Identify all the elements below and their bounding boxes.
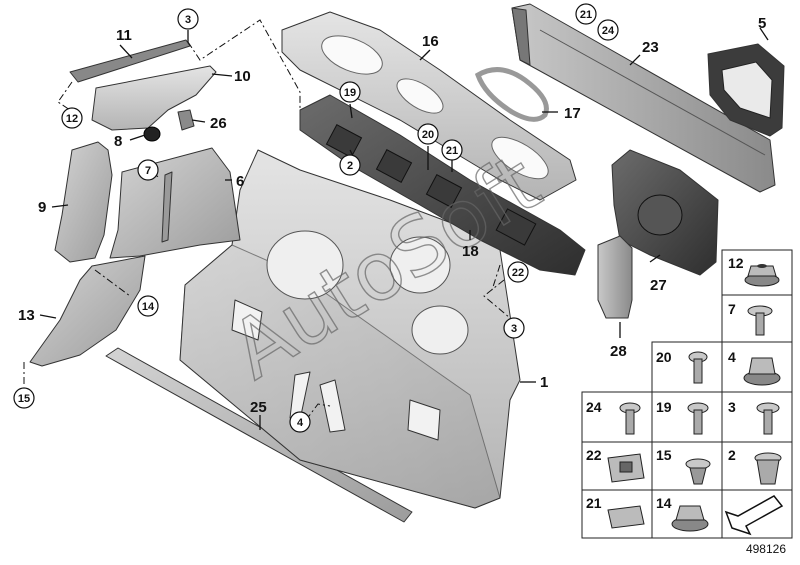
panel-opening-large: [266, 230, 344, 300]
panel-opening-right: [389, 236, 451, 294]
part-17-gasket: [474, 67, 549, 122]
grid-label-4: 4: [728, 349, 736, 365]
circle-15: [13, 387, 35, 409]
clip-22-icon: [607, 453, 645, 483]
part-27-bracket: [611, 149, 719, 276]
label-28: 28: [610, 343, 627, 360]
callouts: 1 2 3 3 4 5 6 7 8 9 10 11 12 13 14 15 16…: [13, 3, 766, 433]
label-23: 23: [642, 39, 659, 56]
label-15: 15: [18, 393, 30, 405]
label-3b: 3: [511, 323, 517, 335]
part-1-rear-panel: [179, 149, 521, 509]
clip-21-icon: [607, 505, 645, 529]
label-4: 4: [297, 417, 304, 429]
label-1: 1: [540, 374, 548, 391]
screw-19-icon: [687, 402, 709, 435]
label-27: 27: [650, 277, 667, 294]
part-18-speaker-bracket: [299, 94, 586, 276]
arrow-icon: [724, 495, 784, 536]
circle-14: [137, 295, 159, 317]
label-20: 20: [422, 129, 434, 141]
grid-label-19: 19: [656, 399, 672, 415]
screw-24-icon: [619, 402, 641, 435]
label-12: 12: [66, 113, 78, 125]
leader-lines: [39, 27, 769, 430]
grid-label-22: 22: [586, 447, 602, 463]
label-7: 7: [145, 165, 151, 177]
panel-opening-lower: [411, 305, 469, 355]
part-10-upper-trim: [91, 65, 217, 131]
nut-2-icon: [754, 452, 782, 485]
circle-20: [417, 123, 439, 145]
label-25: 25: [250, 399, 267, 416]
label-5: 5: [758, 15, 766, 32]
clip-15-icon: [685, 458, 711, 485]
label-11: 11: [116, 27, 132, 44]
grid-label-21: 21: [586, 495, 602, 511]
part-26-clip: [177, 109, 195, 131]
label-17: 17: [564, 105, 581, 122]
part-23-rear-bar: [511, 3, 776, 193]
label-19: 19: [344, 87, 356, 99]
screw-3-icon: [756, 402, 780, 435]
part-16-shelf-top: [281, 11, 577, 201]
doc-number: 498126: [746, 542, 786, 556]
label-8: 8: [114, 133, 122, 150]
part-8-grommet: [143, 126, 161, 142]
circle-7: [137, 159, 159, 181]
label-3a: 3: [185, 14, 191, 26]
circle-12: [61, 107, 83, 129]
label-6: 6: [236, 173, 244, 190]
label-14: 14: [142, 301, 155, 313]
label-2: 2: [347, 160, 353, 172]
circle-2: [339, 154, 361, 176]
grid-label-14: 14: [656, 495, 672, 511]
part-6-side-trim: [109, 147, 241, 259]
screw-7-icon: [747, 305, 773, 336]
part-25-edge-strip: [105, 347, 413, 523]
circle-4: [289, 411, 311, 433]
dashed-assembly-lines: [23, 19, 511, 421]
grid-label-24: 24: [586, 399, 602, 415]
label-22: 22: [512, 267, 524, 279]
part-28-duct: [597, 235, 633, 319]
nut-12-icon: [744, 264, 780, 287]
label-24: 24: [602, 25, 615, 37]
part-9-side-panel: [54, 141, 113, 263]
grid-label-20: 20: [656, 349, 672, 365]
nut-14-icon: [671, 505, 709, 532]
nut-4-icon: [743, 357, 781, 386]
label-21b: 21: [580, 9, 592, 21]
label-13: 13: [18, 307, 35, 324]
label-21a: 21: [446, 145, 458, 157]
label-26: 26: [210, 115, 227, 132]
circle-21a: [441, 139, 463, 161]
label-18: 18: [462, 243, 479, 260]
label-10: 10: [234, 68, 251, 85]
part-13-pillar-trim: [29, 255, 146, 367]
circle-24: [597, 19, 619, 41]
screw-20-icon: [688, 351, 708, 384]
grid-label-15: 15: [656, 447, 672, 463]
part-11-rail: [69, 39, 191, 83]
circle-19: [339, 81, 361, 103]
circle-22: [507, 261, 529, 283]
grid-label-2: 2: [728, 447, 736, 463]
circle-3a: [177, 8, 199, 30]
grid-label-12: 12: [728, 255, 744, 271]
circle-3b: [503, 317, 525, 339]
fastener-legend: 12 7 20 4 24 19 3 22 15 2 21 14: [581, 249, 793, 539]
circle-21b: [575, 3, 597, 25]
grid-label-3: 3: [728, 399, 736, 415]
label-9: 9: [38, 199, 46, 216]
grid-label-7: 7: [728, 301, 736, 317]
label-16: 16: [422, 33, 439, 50]
